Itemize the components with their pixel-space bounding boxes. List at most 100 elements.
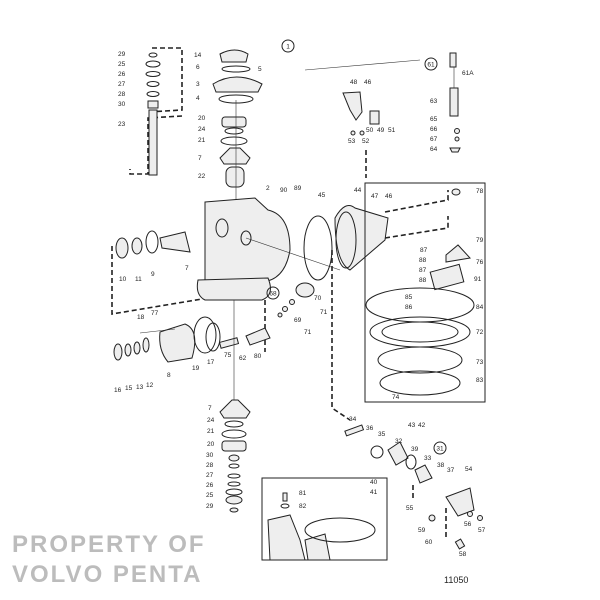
watermark: PROPERTY OF VOLVO PENTA <box>12 531 206 588</box>
part-number-label: 56 <box>464 521 472 528</box>
reference-number: 68 <box>269 290 277 297</box>
part-number-label: 15 <box>125 385 133 392</box>
part-number-label: 40 <box>370 479 378 486</box>
part-number-label: 59 <box>418 527 426 534</box>
part-number-label: 20 <box>207 441 215 448</box>
part-number-label: 46 <box>364 79 372 86</box>
part-number-label: 81 <box>299 490 307 497</box>
part-number-label: 82 <box>299 503 307 510</box>
reference-circle <box>424 57 438 71</box>
part-number-label: 87 <box>419 267 427 274</box>
part-number-label: 38 <box>437 462 445 469</box>
reference-circle <box>433 441 447 455</box>
reference-circle <box>281 39 295 53</box>
watermark-line-1: PROPERTY OF <box>12 531 206 558</box>
part-number-label: 22 <box>198 173 206 180</box>
part-number-label: 51 <box>388 127 396 134</box>
part-number-label: 88 <box>419 277 427 284</box>
shift-linkage <box>344 424 483 550</box>
part-number-label: 57 <box>478 527 486 534</box>
part-number-label: 54 <box>465 466 473 473</box>
reference-number: 1 <box>286 43 290 50</box>
part-number-label: 42 <box>418 422 426 429</box>
shift-rod <box>342 52 461 153</box>
part-number-label: 20 <box>198 115 206 122</box>
reference-circle <box>266 286 280 300</box>
part-number-label: 19 <box>192 365 200 372</box>
part-number-label: 50 <box>366 127 374 134</box>
part-number-label: 37 <box>447 467 455 474</box>
part-number-label: 16 <box>114 387 122 394</box>
part-number-label: 87 <box>420 247 428 254</box>
part-number-label: 2 <box>266 185 270 192</box>
part-number-label: 64 <box>430 146 438 153</box>
part-number-label: 90 <box>280 187 288 194</box>
part-number-label: 65 <box>430 116 438 123</box>
reference-number: 61 <box>427 61 435 68</box>
part-number-label: 66 <box>430 126 438 133</box>
mount-detail-box <box>364 182 486 403</box>
part-number-label: 10 <box>119 276 127 283</box>
part-number-label: 28 <box>118 91 126 98</box>
part-number-label: 8 <box>167 372 171 379</box>
part-number-label: 30 <box>118 101 126 108</box>
part-number-label: 27 <box>206 472 214 479</box>
part-number-label: 7 <box>198 155 202 162</box>
part-number-label: 35 <box>378 431 386 438</box>
part-number-label: 70 <box>314 295 322 302</box>
part-number-label: 21 <box>198 137 206 144</box>
part-number-label: 36 <box>366 425 374 432</box>
part-number-label: 85 <box>405 294 413 301</box>
part-number-label: 11 <box>135 276 142 283</box>
part-number-label: 84 <box>476 304 484 311</box>
figure-number: 11050 <box>444 575 468 585</box>
part-number-label: 61A <box>462 70 474 77</box>
part-number-label: 33 <box>424 455 432 462</box>
part-number-label: 74 <box>392 394 400 401</box>
watermark-line-2: VOLVO PENTA <box>12 561 202 588</box>
part-number-label: 47 <box>371 193 379 200</box>
part-number-label: 46 <box>385 193 393 200</box>
part-number-label: 76 <box>476 259 484 266</box>
part-number-label: 43 <box>408 422 416 429</box>
part-number-label: 26 <box>118 71 126 78</box>
part-number-label: 80 <box>254 353 262 360</box>
part-number-label: 12 <box>146 382 154 389</box>
part-number-label: 34 <box>349 416 357 423</box>
part-number-label: 86 <box>405 304 413 311</box>
part-number-label: 91 <box>474 276 482 283</box>
part-number-label: 26 <box>206 482 214 489</box>
part-number-label: 73 <box>476 359 484 366</box>
part-number-label: 89 <box>294 185 302 192</box>
part-number-label: 60 <box>425 539 433 546</box>
part-number-label: 5 <box>258 66 262 73</box>
part-number-label: 39 <box>411 446 419 453</box>
part-number-label: 55 <box>406 505 414 512</box>
part-number-label: 52 <box>362 138 370 145</box>
part-number-label: 29 <box>206 503 214 510</box>
part-number-label: 67 <box>430 136 438 143</box>
part-number-label: 30 <box>206 452 214 459</box>
lower-gear-stack <box>219 300 251 513</box>
part-number-label: 49 <box>377 127 385 134</box>
part-number-label: 45 <box>318 192 326 199</box>
part-number-label: 53 <box>348 138 356 145</box>
part-number-label: 24 <box>207 417 215 424</box>
part-number-label: 32 <box>395 438 403 445</box>
part-number-label: 13 <box>136 384 144 391</box>
pinion-group <box>113 230 315 363</box>
part-number-label: 3 <box>196 81 200 88</box>
part-number-label: 29 <box>118 51 126 58</box>
reference-number: 31 <box>436 445 444 452</box>
part-number-label: 78 <box>476 188 484 195</box>
part-number-label: 27 <box>118 81 126 88</box>
inset-detail-box <box>261 477 388 561</box>
part-number-label: 23 <box>118 121 126 128</box>
part-number-label: 83 <box>476 377 484 384</box>
part-number-label: 88 <box>419 257 427 264</box>
part-number-label: 21 <box>207 428 215 435</box>
part-number-label: 6 <box>196 64 200 71</box>
